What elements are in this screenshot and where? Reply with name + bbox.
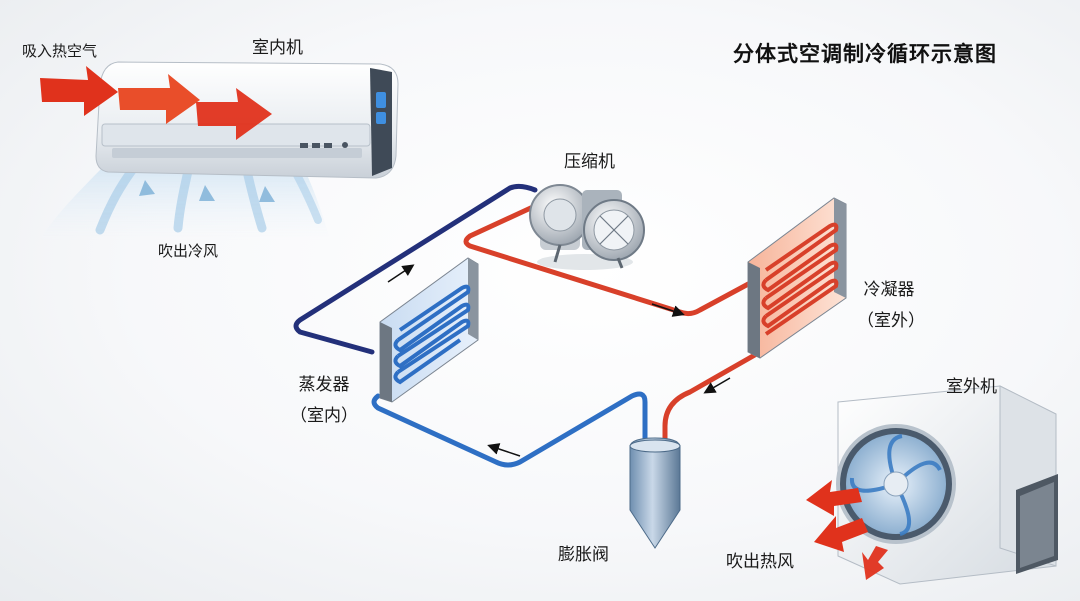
diagram-title: 分体式空调制冷循环示意图	[733, 42, 997, 66]
suction-line	[293, 183, 538, 355]
hot-air-arrows	[806, 480, 888, 580]
expansion-valve	[629, 437, 681, 549]
indoor-unit-label: 室内机	[252, 38, 303, 58]
indoor-unit-buttons	[300, 142, 348, 148]
intake-air-arrows	[40, 66, 272, 140]
outdoor-unit	[836, 385, 1058, 585]
evaporator-label-line1: 蒸发器	[298, 375, 350, 395]
outdoor-unit-label: 室外机	[946, 377, 997, 397]
fan	[836, 424, 956, 544]
evaporator-label-line2: （室内）	[290, 406, 358, 426]
refrigerant-pipes	[293, 183, 763, 468]
flow-arrows	[387, 264, 731, 457]
low-pressure-line	[371, 391, 648, 468]
expansion-valve-label: 膨胀阀	[558, 545, 609, 565]
condenser-label-line1: 冷凝器	[863, 280, 915, 300]
evaporator-coil	[379, 257, 479, 403]
intake-air-label: 吸入热空气	[22, 42, 98, 60]
compressor	[529, 184, 645, 270]
hot-air-label: 吹出热风	[726, 552, 794, 572]
condenser-label: 冷凝器 （室外）	[857, 275, 925, 331]
discharge-line	[463, 197, 755, 317]
liquid-line	[662, 349, 763, 453]
compressor-label: 压缩机	[564, 152, 615, 172]
condenser-coil	[747, 197, 847, 359]
evaporator-label: 蒸发器 （室内）	[288, 370, 360, 426]
condenser-label-line2: （室外）	[857, 311, 925, 331]
cold-air-label: 吹出冷风	[158, 242, 219, 260]
